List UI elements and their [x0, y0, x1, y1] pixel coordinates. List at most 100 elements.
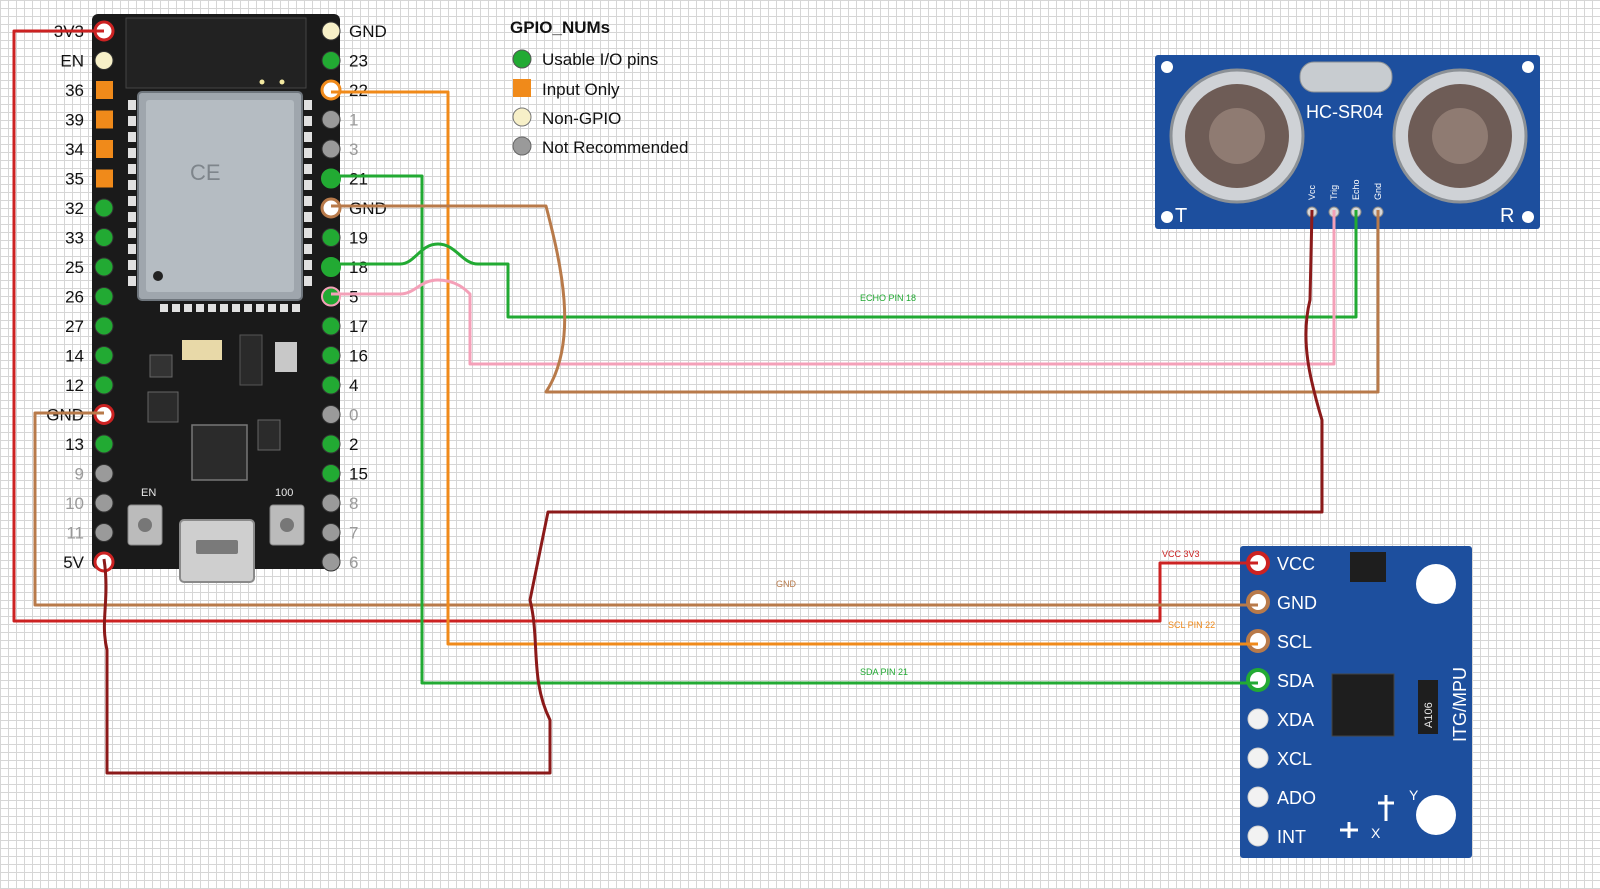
- pin-label: 32: [65, 199, 84, 218]
- module-pad: [304, 276, 312, 286]
- esp32-board: CE EN 100: [92, 14, 340, 583]
- mpu-pin: INT: [1247, 825, 1306, 847]
- legend-item-usable: Usable I/O pins: [512, 49, 658, 69]
- pin-pad: [321, 493, 341, 513]
- esp32-left-pin: 26: [65, 287, 114, 307]
- pin-pad: [321, 168, 341, 189]
- pin-label: 15: [349, 465, 368, 484]
- receiver: [1392, 68, 1528, 204]
- wire-5v-sonar: [102, 209, 1324, 775]
- pin-label: 11: [66, 524, 84, 543]
- pin-label: SDA: [1277, 671, 1314, 691]
- sda-wire-label: SDA PIN 21: [860, 667, 908, 677]
- echo-wire-label: ECHO PIN 18: [860, 293, 916, 303]
- en-button: EN: [127, 487, 163, 546]
- boot-button: 100: [269, 487, 305, 546]
- module-pad: [232, 304, 240, 312]
- esp32-right-pin: 18: [321, 257, 368, 277]
- pin-label: 7: [349, 524, 358, 543]
- module-pad: [304, 212, 312, 222]
- mpu-component: [1418, 680, 1438, 734]
- module-shield: [146, 100, 294, 292]
- esp32-right-pin: 16: [321, 346, 368, 366]
- transmitter-center: [1209, 108, 1265, 164]
- pin-pad: [96, 110, 113, 129]
- esp32-right-pin: 19: [321, 228, 368, 248]
- pin-label: 25: [65, 258, 84, 277]
- pin-pad: [321, 228, 341, 247]
- legend-label-usable: Usable I/O pins: [542, 50, 658, 69]
- esp32-left-pin: 12: [65, 375, 114, 395]
- module-pad: [304, 100, 312, 110]
- mpu-pin: ADO: [1247, 786, 1316, 808]
- legend-item-input-only: Input Only: [513, 79, 620, 99]
- pin-pad: [94, 287, 114, 306]
- pin-label: Trig: [1329, 185, 1339, 200]
- module-pad: [128, 148, 136, 158]
- esp32-right-pin: GND: [321, 21, 387, 41]
- pin-label: GND: [1277, 593, 1317, 613]
- pin-label: 35: [65, 170, 84, 189]
- crystal: [1299, 61, 1393, 93]
- module-pad: [268, 304, 276, 312]
- module-pad: [196, 304, 204, 312]
- pin-label: 36: [65, 81, 84, 100]
- pin-pad: [94, 375, 114, 395]
- pin-label: 3: [349, 140, 358, 159]
- pin-pad: [321, 434, 341, 454]
- module-pad: [304, 148, 312, 158]
- en-button-label: EN: [141, 487, 156, 499]
- pin-label: 19: [349, 229, 368, 248]
- esp32-left-pin: 9: [75, 464, 114, 484]
- pin-label: 2: [349, 435, 358, 454]
- regulator: [239, 334, 263, 386]
- pin-label: Gnd: [1373, 183, 1383, 200]
- legend-title: GPIO_NUMs: [510, 18, 610, 37]
- module-pad: [292, 304, 300, 312]
- esp32-right-pin: 8: [321, 493, 358, 513]
- esp32-left-pin: 32: [65, 198, 114, 218]
- pin-pad: [1247, 825, 1269, 847]
- pin-label: 26: [65, 288, 84, 307]
- pin-label: 18: [349, 258, 368, 277]
- pin-label: 33: [65, 229, 84, 248]
- module-pad: [160, 304, 168, 312]
- pin-label: 14: [65, 347, 84, 366]
- pin-label: 4: [349, 376, 358, 395]
- mounting-hole: [1161, 61, 1173, 73]
- pin-label: 12: [65, 376, 84, 395]
- pin-pad: [1247, 786, 1269, 808]
- pin-label: 9: [75, 465, 84, 484]
- pin-label: 17: [349, 317, 368, 336]
- boot-button-cap: [280, 518, 294, 532]
- pin-pad: [94, 464, 114, 483]
- wire-echo: [331, 210, 1358, 319]
- esp32-right-pin: 21: [321, 168, 368, 189]
- module-pad: [304, 180, 312, 190]
- module-pad: [208, 304, 216, 312]
- module-pad: [128, 196, 136, 206]
- pin-pad: [321, 286, 341, 307]
- wire-gnd-mpu: [33, 411, 1258, 607]
- mounting-hole: [1522, 61, 1534, 73]
- mpu-pin: VCC: [1246, 551, 1315, 575]
- esp32-left-pin: 13: [65, 434, 114, 454]
- transmitter: [1169, 68, 1305, 204]
- pin-label: 34: [65, 140, 84, 159]
- en-button-cap: [138, 518, 152, 532]
- mpu-pin: SDA: [1246, 668, 1314, 692]
- esp32-right-pin: 15: [321, 464, 368, 484]
- pin-pad: [321, 21, 341, 41]
- esp32-right-pin: 7: [321, 523, 358, 543]
- pin-pad: [94, 257, 114, 277]
- esp32-left-pin: GND: [46, 404, 115, 425]
- esp32-right-pin: 5: [321, 286, 358, 307]
- pin-pad: [1246, 668, 1270, 692]
- usb-port: [196, 540, 238, 554]
- pin-pad: [94, 346, 114, 365]
- mpu-board-label: ITG/MPU: [1450, 667, 1470, 742]
- esp32-left-pin: 33: [65, 228, 114, 248]
- component: [275, 342, 297, 372]
